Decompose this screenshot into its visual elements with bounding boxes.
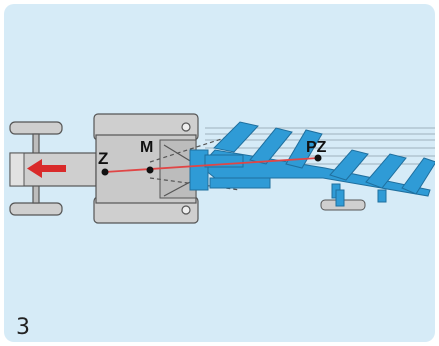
line-of-draught	[104, 157, 319, 173]
plough	[189, 121, 435, 211]
point-m-marker	[146, 166, 154, 174]
diagram-panel: Z M PZ 3	[4, 4, 435, 342]
point-pz-label: PZ	[306, 139, 327, 156]
point-z-label: Z	[98, 149, 108, 168]
tractor-plough-diagram: Z M PZ	[9, 113, 435, 224]
tractor-body	[95, 134, 197, 204]
point-pz-marker	[314, 154, 322, 162]
point-z-marker	[101, 168, 109, 176]
figure-number: 3	[16, 315, 30, 340]
arrow-left-icon	[27, 159, 66, 178]
point-m-label: M	[140, 139, 153, 156]
